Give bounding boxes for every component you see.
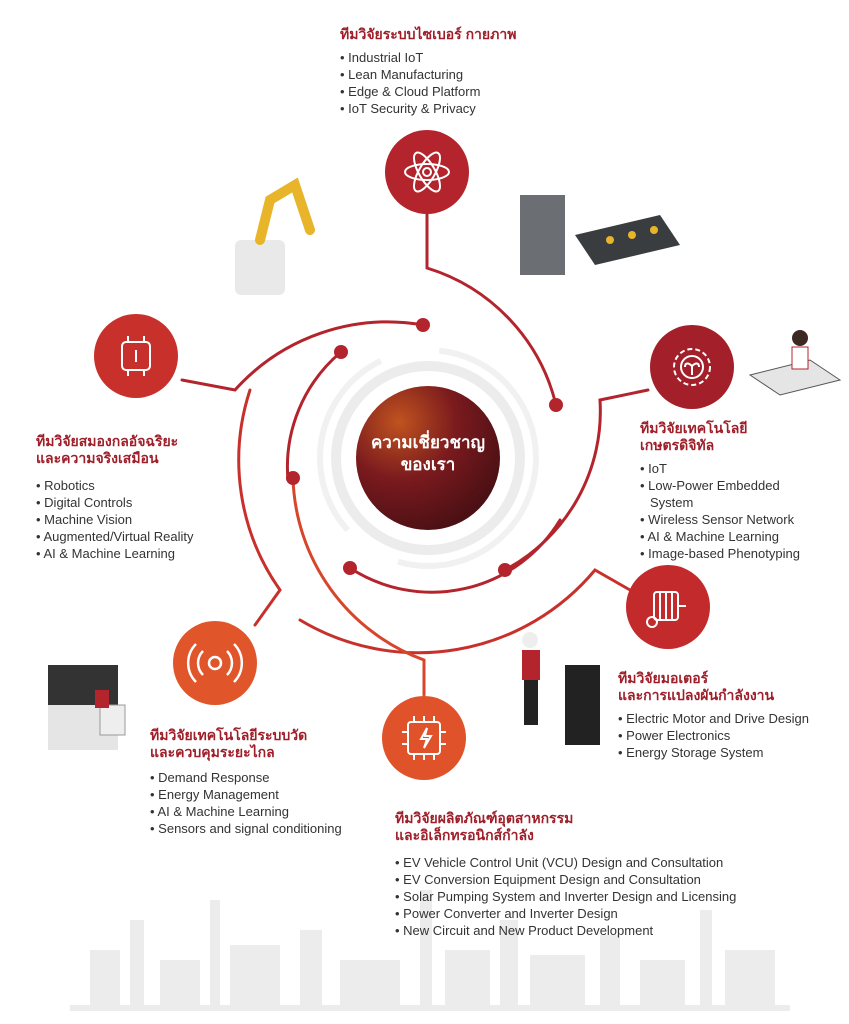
arc-end-dots <box>286 318 563 577</box>
list-item: AI & Machine Learning <box>640 528 830 545</box>
team-ai: ทีมวิจัยสมองกลอัจฉริยะและความจริงเสมือน … <box>36 433 194 562</box>
server-conveyor-illustration <box>520 195 680 275</box>
team-title: ทีมวิจัยเทคโนโลยีระบบวัดและควบคุมระยะไกล <box>150 727 342 761</box>
center-title-line1: ความเชี่ยวชาญ <box>370 433 486 452</box>
wireless-signal-icon <box>186 643 244 683</box>
list-item: Lean Manufacturing <box>340 66 516 83</box>
gear-leaf-icon <box>673 348 711 386</box>
list-item: Low-Power Embedded System <box>640 477 800 511</box>
team-title: ทีมวิจัยระบบไซเบอร์ กายภาพ <box>340 26 516 43</box>
team-title-line: และควบคุมระยะไกล <box>150 744 275 760</box>
inner-ring-2 <box>317 347 539 569</box>
team-items: Demand Response Energy Management AI & M… <box>150 769 342 837</box>
team-title-line: และอิเล็กทรอนิกส์กำลัง <box>395 827 534 843</box>
list-item: Augmented/Virtual Reality <box>36 528 193 545</box>
team-items: Electric Motor and Drive Design Power El… <box>618 710 809 761</box>
team-title-line: ทีมวิจัยเทคโนโลยีระบบวัด <box>150 727 308 743</box>
list-item: Energy Management <box>150 786 342 803</box>
team-title-line: เกษตรดิจิทัล <box>640 437 715 453</box>
center-circle <box>356 386 500 530</box>
team-items: Industrial IoT Lean Manufacturing Edge &… <box>340 49 516 117</box>
node-ai[interactable] <box>94 314 178 398</box>
office-worker-illustration <box>748 330 842 396</box>
node-cps[interactable] <box>385 130 469 214</box>
list-item: Robotics <box>36 477 194 494</box>
node-product[interactable] <box>382 696 466 780</box>
list-item: AI & Machine Learning <box>150 803 342 820</box>
team-title-line: ทีมวิจัยเทคโนโลยี <box>640 420 748 436</box>
list-item: Image-based Phenotyping <box>640 545 830 562</box>
list-item: AI & Machine Learning <box>36 545 194 562</box>
list-item: Energy Storage System <box>618 744 809 761</box>
team-title: ทีมวิจัยเทคโนโลยีเกษตรดิจิทัล <box>640 420 830 454</box>
team-cps: ทีมวิจัยระบบไซเบอร์ กายภาพ Industrial Io… <box>340 26 516 117</box>
list-item: Sensors and signal conditioning <box>150 820 342 837</box>
team-motor: ทีมวิจัยมอเตอร์และการแปลงผันกำลังงาน Ele… <box>618 670 809 761</box>
motor-icon <box>646 591 686 628</box>
robot-brain-icon <box>121 336 151 376</box>
list-item: Industrial IoT <box>340 49 516 66</box>
team-title: ทีมวิจัยสมองกลอัจฉริยะและความจริงเสมือน <box>36 433 194 467</box>
team-items: EV Vehicle Control Unit (VCU) Design and… <box>395 854 736 939</box>
list-item: Solar Pumping System and Inverter Design… <box>395 888 736 905</box>
center-title: ความเชี่ยวชาญ ของเรา <box>358 432 498 476</box>
inner-ring <box>331 361 525 555</box>
engineer-illustration <box>522 632 600 745</box>
node-remote[interactable] <box>173 621 257 705</box>
team-title: ทีมวิจัยมอเตอร์และการแปลงผันกำลังงาน <box>618 670 809 704</box>
team-title-line: ทีมวิจัยสมองกลอัจฉริยะ <box>36 433 179 449</box>
team-title-line: ทีมวิจัยมอเตอร์ <box>618 670 709 686</box>
list-item: EV Vehicle Control Unit (VCU) Design and… <box>395 854 736 871</box>
control-room-illustration <box>48 665 126 750</box>
chip-icon <box>402 716 446 760</box>
team-agri: ทีมวิจัยเทคโนโลยีเกษตรดิจิทัล IoT Low-Po… <box>640 420 830 562</box>
connector-arcs <box>180 212 650 697</box>
list-item: Power Converter and Inverter Design <box>395 905 736 922</box>
list-item: EV Conversion Equipment Design and Consu… <box>395 871 736 888</box>
node-agri[interactable] <box>650 325 734 409</box>
team-product: ทีมวิจัยผลิตภัณฑ์อุตสาหกรรมและอิเล็กทรอน… <box>395 810 736 939</box>
robot-arm-illustration <box>235 177 315 295</box>
team-items: IoT Low-Power Embedded System Wireless S… <box>640 460 830 562</box>
team-items: Robotics Digital Controls Machine Vision… <box>36 477 194 562</box>
list-item: Power Electronics <box>618 727 809 744</box>
team-remote: ทีมวิจัยเทคโนโลยีระบบวัดและควบคุมระยะไกล… <box>150 727 342 837</box>
list-item: Digital Controls <box>36 494 194 511</box>
list-item: Wireless Sensor Network <box>640 511 830 528</box>
atom-icon <box>404 151 450 193</box>
team-title-line: และความจริงเสมือน <box>36 450 159 466</box>
list-item: Demand Response <box>150 769 342 786</box>
list-item: New Circuit and New Product Development <box>395 922 736 939</box>
list-item: Edge & Cloud Platform <box>340 83 516 100</box>
list-item: IoT Security & Privacy <box>340 100 516 117</box>
list-item: IoT <box>640 460 830 477</box>
team-title-line: ทีมวิจัยระบบไซเบอร์ กายภาพ <box>340 26 517 42</box>
center-title-line2: ของเรา <box>400 455 456 474</box>
team-title-line: ทีมวิจัยผลิตภัณฑ์อุตสาหกรรม <box>395 810 574 826</box>
team-title-line: และการแปลงผันกำลังงาน <box>618 687 775 703</box>
list-item: Machine Vision <box>36 511 194 528</box>
node-motor[interactable] <box>626 565 710 649</box>
team-title: ทีมวิจัยผลิตภัณฑ์อุตสาหกรรมและอิเล็กทรอน… <box>395 810 736 844</box>
list-item: Electric Motor and Drive Design <box>618 710 809 727</box>
